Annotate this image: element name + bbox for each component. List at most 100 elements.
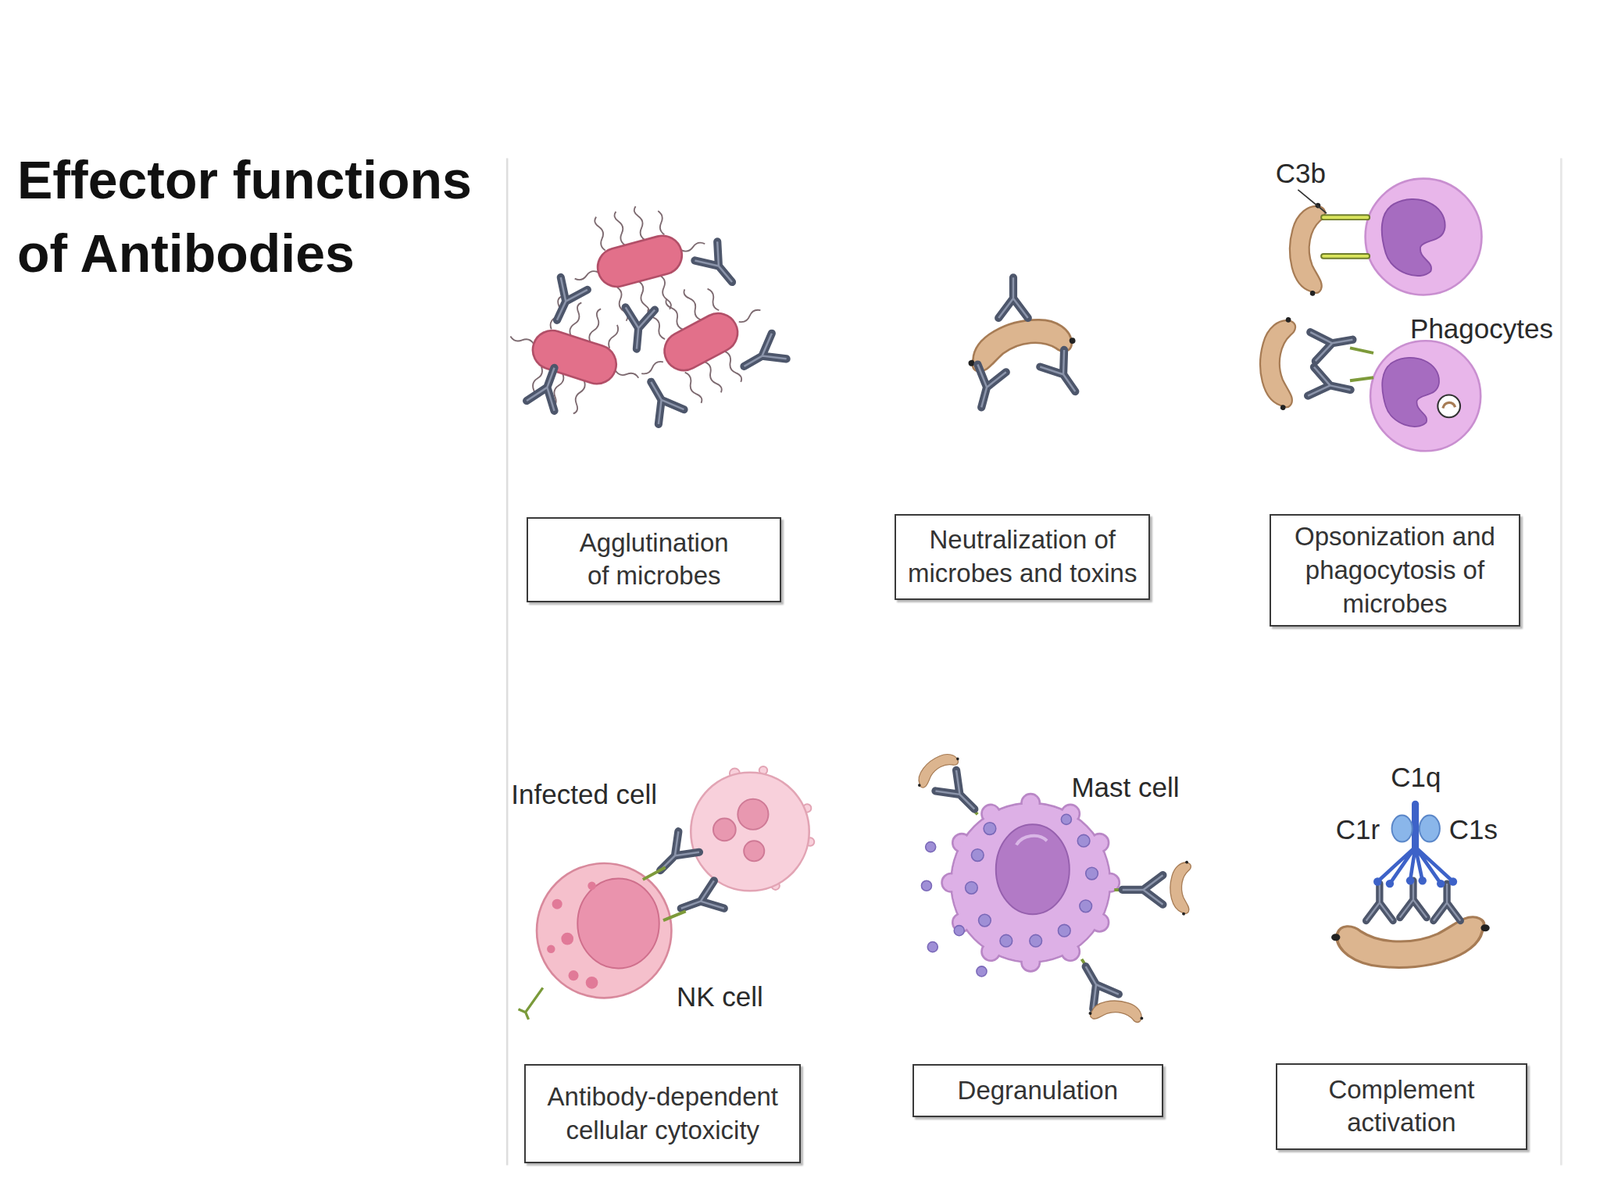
- c1q-head: [1436, 879, 1445, 888]
- granule: [965, 881, 979, 894]
- granule: [971, 849, 984, 862]
- antibody: [694, 241, 743, 292]
- fc-receptor: [967, 803, 1127, 972]
- rod-bacterium: [493, 285, 656, 430]
- nk-nucleus: [577, 878, 659, 969]
- antibody: [638, 374, 684, 425]
- antibody: [935, 770, 985, 820]
- phagocyte-nucleus: [1382, 199, 1446, 276]
- granule: [1000, 934, 1013, 947]
- nk-cell: [536, 863, 672, 998]
- cell-label: C1q: [1390, 763, 1441, 791]
- box-label: Complement activation: [1300, 1073, 1504, 1141]
- antibody: [736, 333, 787, 379]
- cell-label: C1r: [1335, 815, 1380, 843]
- antibody: [526, 362, 568, 411]
- effector-box: Antibody-dependent cellular cytoxicity: [524, 1064, 801, 1164]
- granule: [983, 822, 997, 836]
- antibody: [1310, 325, 1355, 361]
- c3b-molecule: [1323, 217, 1368, 257]
- c1r-molecule: [1392, 815, 1413, 843]
- cell-label: C3b: [1275, 159, 1326, 187]
- c1q-head: [1418, 876, 1427, 885]
- mast-cell-outline: [950, 803, 1111, 963]
- flagellum: [616, 262, 786, 422]
- c1q-head: [1385, 879, 1394, 888]
- effector-box: Complement activation: [1275, 1063, 1529, 1150]
- microbe: [1331, 917, 1490, 968]
- infected-cell: [690, 772, 810, 892]
- granule: [546, 944, 555, 953]
- effector-box: Opsonization and phagocytosis of microbe…: [1269, 514, 1521, 627]
- granule: [560, 932, 574, 946]
- released-granule: [927, 942, 938, 953]
- fc-receptor: [642, 867, 686, 921]
- box-label: Degranulation: [920, 1074, 1155, 1108]
- granule: [552, 899, 563, 910]
- box-label: Antibody-dependent cellular cytoxicity: [537, 1080, 788, 1148]
- antibody: [1400, 880, 1427, 918]
- nucleus-highlight: [1016, 835, 1047, 846]
- granule: [1077, 834, 1090, 847]
- microbe: [910, 747, 963, 790]
- flagellum: [493, 285, 656, 430]
- granule: [1057, 924, 1071, 937]
- c3b-molecule: [1323, 217, 1368, 257]
- box-label: Neutralization of microbes and toxins: [901, 523, 1144, 591]
- viral-particle: [713, 818, 736, 842]
- nk-receptor: [518, 987, 543, 1019]
- c1s-molecule: [1419, 815, 1440, 843]
- granule: [1085, 867, 1099, 880]
- rod-body: [528, 325, 622, 390]
- released-granule: [925, 842, 936, 853]
- antibody: [998, 277, 1029, 318]
- antibody: [621, 307, 655, 350]
- rod-bacterium: [616, 262, 786, 422]
- box-label: Opsonization and phagocytosis of microbe…: [1289, 520, 1500, 622]
- rod-body: [593, 231, 687, 291]
- cell-label: Phagocytes: [1410, 314, 1554, 343]
- granule: [585, 976, 599, 990]
- viral-particle: [743, 840, 765, 861]
- effector-box: Degranulation: [912, 1064, 1164, 1118]
- viral-particle: [737, 799, 768, 830]
- mast-cell-nucleus: [996, 824, 1070, 915]
- antibody: [675, 880, 724, 922]
- microbe: [1253, 314, 1304, 411]
- granule: [568, 970, 579, 981]
- microbe: [1088, 996, 1147, 1028]
- cell-label: Infected cell: [510, 780, 658, 808]
- c1q-head: [1449, 877, 1458, 886]
- effector-box: Neutralization of microbes and toxins: [894, 514, 1150, 600]
- fc-receptor: [1350, 347, 1374, 381]
- effector-box: Agglutination of microbes: [526, 517, 783, 602]
- granule: [1029, 934, 1043, 947]
- released-granule: [921, 880, 932, 891]
- antibody: [1433, 883, 1461, 921]
- c1q-head: [1406, 876, 1415, 885]
- phagocyte: [1370, 340, 1481, 451]
- released-granule: [976, 966, 987, 977]
- c1q-arm: [1377, 846, 1454, 884]
- antibody: [1122, 875, 1164, 905]
- antibody: [967, 364, 1007, 412]
- granule: [978, 914, 992, 927]
- c1q-head: [1373, 877, 1382, 886]
- mast-cell-body: [952, 803, 1110, 961]
- granule: [1079, 900, 1093, 913]
- microbe: [1166, 858, 1197, 916]
- granule: [587, 881, 596, 890]
- panel-border: [506, 157, 509, 1165]
- cell-label: C1s: [1449, 815, 1498, 843]
- antibody: [1039, 350, 1087, 400]
- slide-title: Effector functions of Antibodies: [17, 142, 494, 290]
- rod-body: [657, 306, 745, 377]
- ingested-microbe: [1442, 402, 1456, 408]
- released-granule: [953, 925, 965, 936]
- antibody: [543, 277, 588, 327]
- panel-border: [1560, 157, 1563, 1165]
- phagocyte-nucleus: [1382, 357, 1440, 427]
- box-label: Agglutination of microbes: [571, 526, 736, 594]
